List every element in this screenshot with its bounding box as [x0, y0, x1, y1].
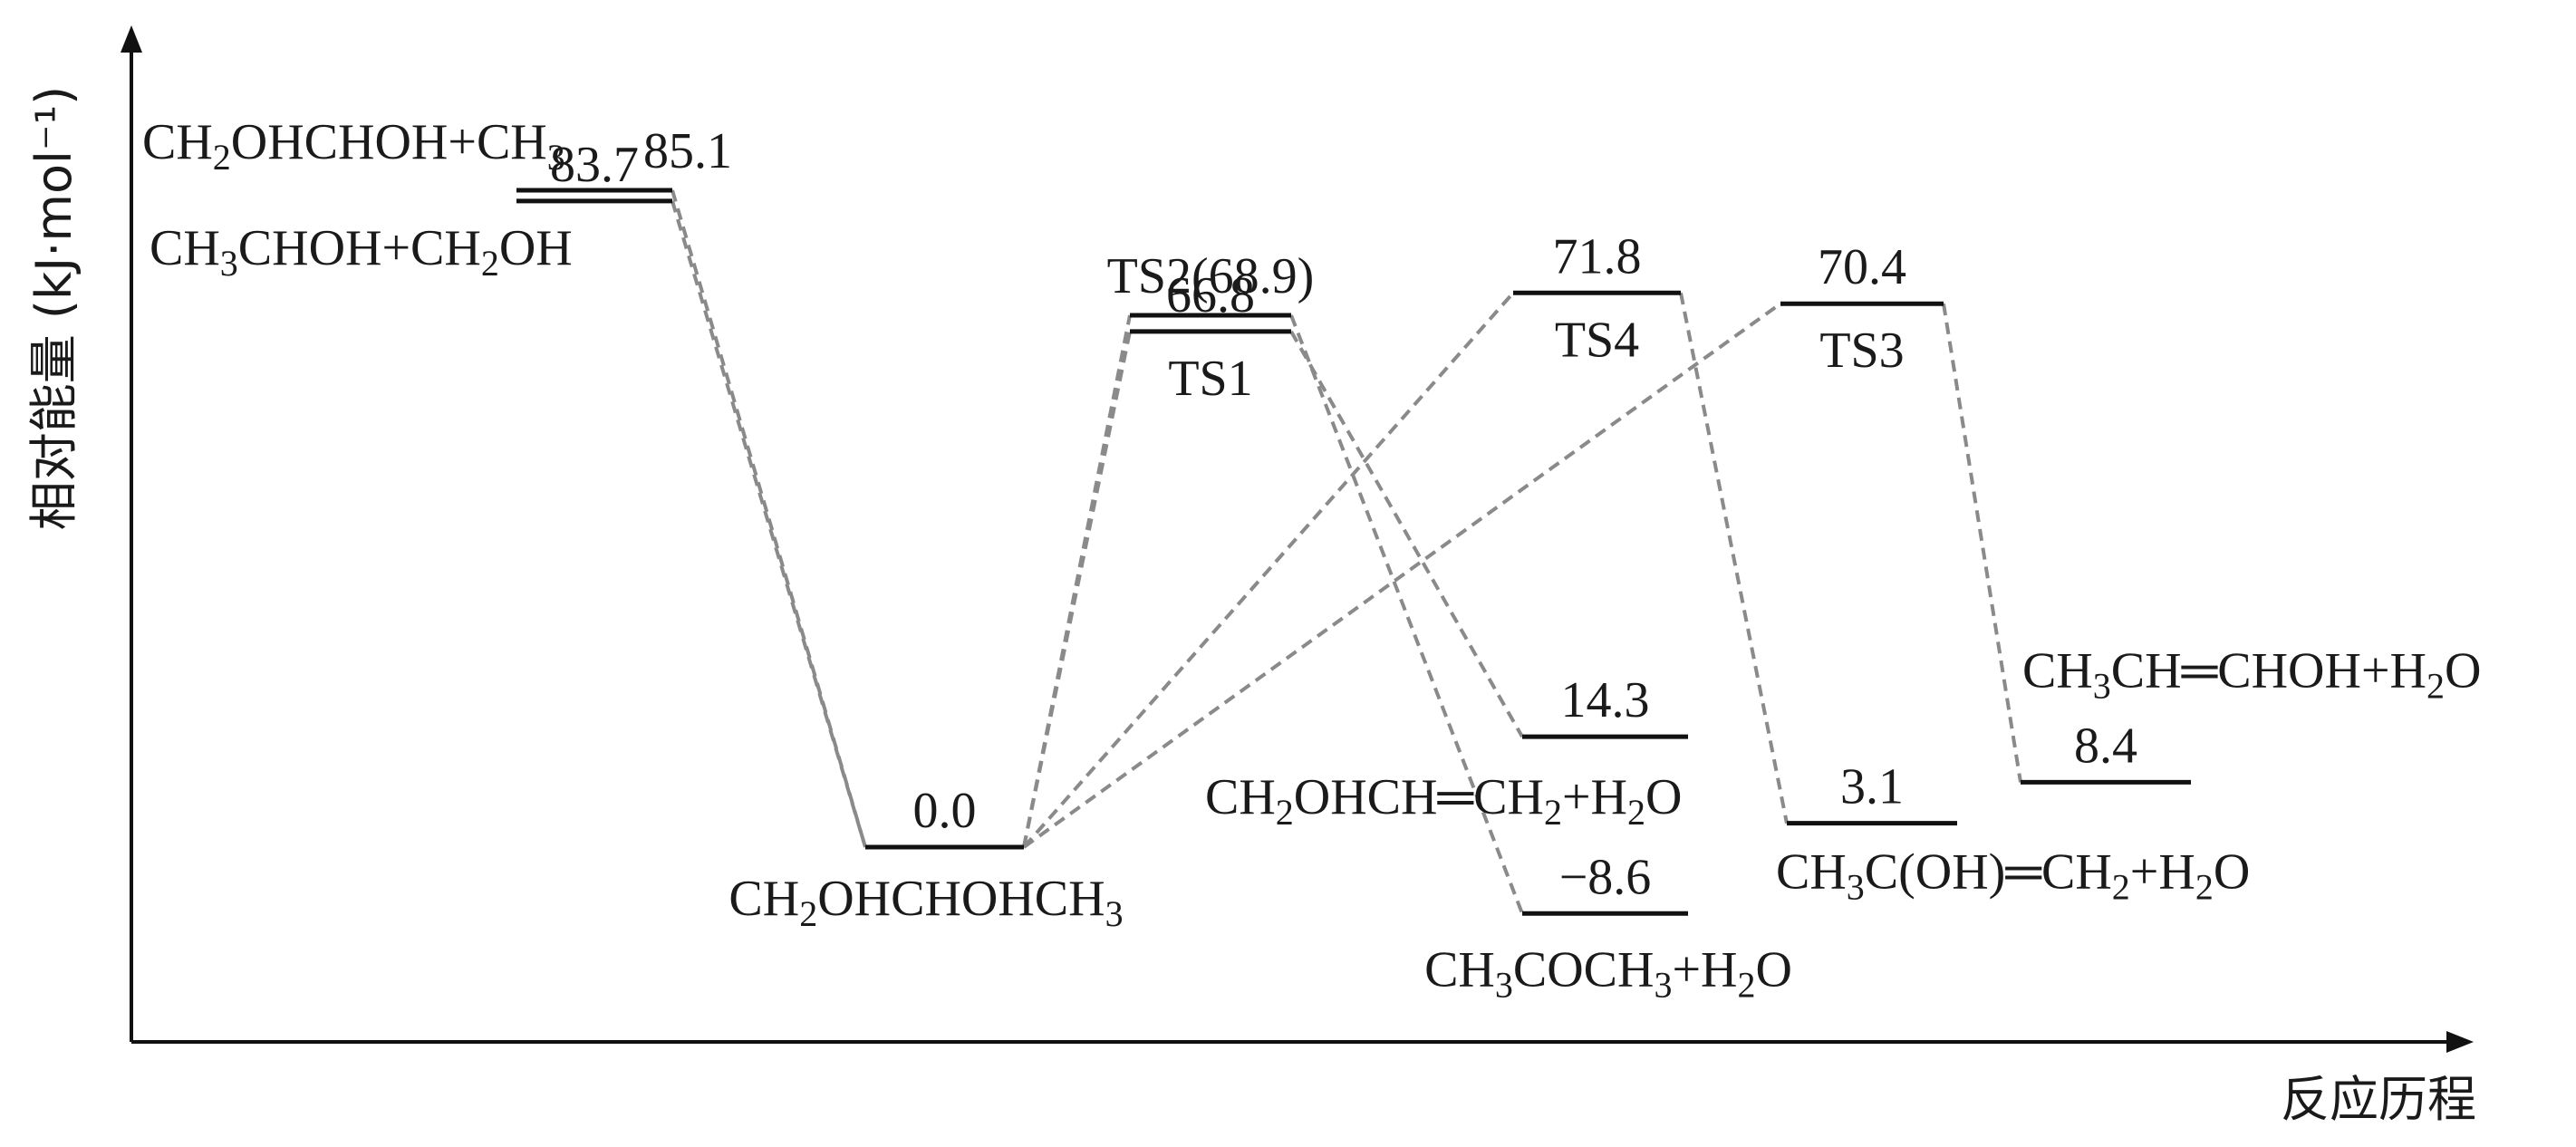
species-label-intermediate: CH2OHCHOHCH3	[728, 871, 1123, 934]
species-segment: CH	[728, 871, 799, 927]
species-segment: CH	[142, 114, 213, 170]
species-subscript: 2	[481, 243, 499, 284]
species-label-prod-14-3: CH2OHCH═CH2+H2O	[1205, 769, 1682, 833]
species-subscript: 3	[1105, 893, 1124, 934]
label-layer: 相对能量 (kJ·mol⁻¹) 反应历程 85.1CH2OHCHOH+CH383…	[25, 86, 2481, 1128]
connector-ts2-to-prod-neg-8-6	[1289, 314, 1524, 914]
species-segment: O	[1755, 941, 1791, 998]
species-segment: O	[2445, 642, 2481, 699]
species-subscript: 2	[1276, 792, 1294, 833]
species-subscript: 2	[1544, 792, 1562, 833]
connector-reactant-bottom-to-intermediate	[671, 200, 867, 848]
species-subscript: 3	[1847, 867, 1865, 908]
species-segment: OHCHOH+CH	[231, 114, 547, 170]
species-segment: +H	[1672, 941, 1737, 998]
x-axis-label: 反应历程	[2281, 1071, 2476, 1128]
species-label-reactant-bottom: CH3CHOH+CH2OH	[150, 220, 573, 284]
value-label-prod-neg-8-6: −8.6	[1559, 849, 1652, 905]
value-label-ts3: 70.4	[1818, 239, 1906, 295]
species-subscript: 2	[2195, 867, 2214, 908]
value-label-prod-3-1: 3.1	[1840, 759, 1904, 815]
species-subscript: 2	[2112, 867, 2130, 908]
value-label-ts1: 66.8	[1166, 267, 1255, 323]
species-segment: CH	[1205, 769, 1276, 825]
species-subscript: 2	[799, 893, 817, 934]
species-segment: OH	[499, 220, 573, 276]
species-segment: OHCH═CH	[1294, 769, 1544, 825]
connector-ts1-to-prod-14-3	[1289, 330, 1524, 738]
y-axis-label: 相对能量 (kJ·mol⁻¹)	[25, 86, 82, 530]
connector-intermediate-to-ts1	[1022, 331, 1132, 848]
x-axis-arrow	[2446, 1031, 2474, 1053]
species-subscript: 3	[547, 137, 565, 178]
value-label-reactant-top: 85.1	[643, 123, 732, 179]
species-segment: CH═CHOH+H	[2111, 642, 2426, 699]
species-subscript: 3	[2093, 665, 2111, 706]
value-label-prod-14-3: 14.3	[1561, 672, 1650, 728]
value-label-reactant-bottom: 83.7	[550, 137, 639, 193]
species-segment: +H	[1562, 769, 1627, 825]
value-label-ts2: TS2(68.9)	[1107, 248, 1315, 304]
species-label-prod-neg-8-6: CH3COCH3+H2O	[1424, 941, 1792, 1005]
value-label-intermediate: 0.0	[913, 783, 977, 839]
ts-label-ts3: TS3	[1819, 323, 1904, 379]
species-segment: OHCHOHCH	[817, 871, 1105, 927]
axes	[121, 25, 2474, 1053]
species-segment: O	[2214, 844, 2250, 901]
species-subscript: 3	[220, 243, 238, 284]
level-layer	[516, 188, 2191, 916]
y-axis-arrow	[121, 25, 142, 53]
species-segment: C(OH)═CH	[1865, 844, 2112, 901]
species-label-reactant-top: CH2OHCHOH+CH3	[142, 114, 565, 178]
species-segment: COCH	[1513, 941, 1655, 998]
species-subscript: 3	[1495, 964, 1513, 1005]
connector-intermediate-to-ts4	[1022, 291, 1515, 849]
value-label-prod-8-4: 8.4	[2074, 718, 2137, 774]
species-segment: +H	[2130, 844, 2195, 901]
connector-ts3-to-prod-8-4	[1942, 303, 2022, 783]
species-segment: CH	[2022, 642, 2093, 699]
species-subscript: 3	[1654, 964, 1672, 1005]
connector-intermediate-to-ts3	[1022, 302, 1782, 849]
species-subscript: 2	[1737, 964, 1755, 1005]
ts-label-ts1: TS1	[1168, 351, 1252, 407]
species-segment: CHOH+CH	[238, 220, 481, 276]
species-subscript: 2	[213, 137, 231, 178]
species-segment: CH	[1776, 844, 1847, 901]
species-segment: CH	[150, 220, 220, 276]
species-label-prod-3-1: CH3C(OH)═CH2+H2O	[1776, 844, 2250, 908]
species-subscript: 2	[1627, 792, 1645, 833]
connector-ts4-to-prod-3-1	[1679, 292, 1789, 824]
ts-label-ts4: TS4	[1555, 312, 1639, 368]
species-subscript: 2	[2426, 665, 2445, 706]
value-label-ts4: 71.8	[1553, 228, 1642, 284]
species-label-prod-8-4: CH3CH═CHOH+H2O	[2022, 642, 2481, 706]
species-segment: O	[1645, 769, 1682, 825]
species-segment: CH	[1424, 941, 1495, 998]
connection-layer	[671, 189, 2022, 914]
